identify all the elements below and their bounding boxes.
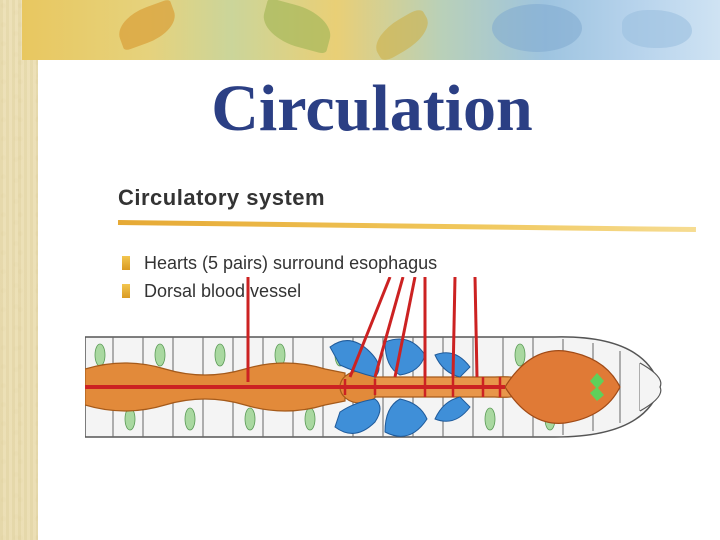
leaf-decoration bbox=[113, 0, 181, 51]
slide-title: Circulation bbox=[0, 64, 720, 154]
circulatory-figure: Circulatory system Hearts (5 pairs) surr… bbox=[85, 157, 720, 480]
leaf-decoration bbox=[258, 0, 336, 54]
bullet-item: Hearts (5 pairs) surround esophagus bbox=[120, 249, 437, 277]
figure-heading: Circulatory system bbox=[118, 185, 325, 211]
prostomium bbox=[640, 363, 661, 411]
flower-decoration bbox=[622, 10, 692, 48]
bullet-icon bbox=[122, 256, 130, 270]
bullet-text: Hearts (5 pairs) surround esophagus bbox=[144, 253, 437, 273]
earthworm-diagram bbox=[85, 277, 720, 480]
heading-underline bbox=[118, 220, 696, 232]
decorative-banner bbox=[22, 0, 720, 60]
flower-decoration bbox=[492, 4, 582, 52]
leaf-decoration bbox=[369, 7, 436, 63]
